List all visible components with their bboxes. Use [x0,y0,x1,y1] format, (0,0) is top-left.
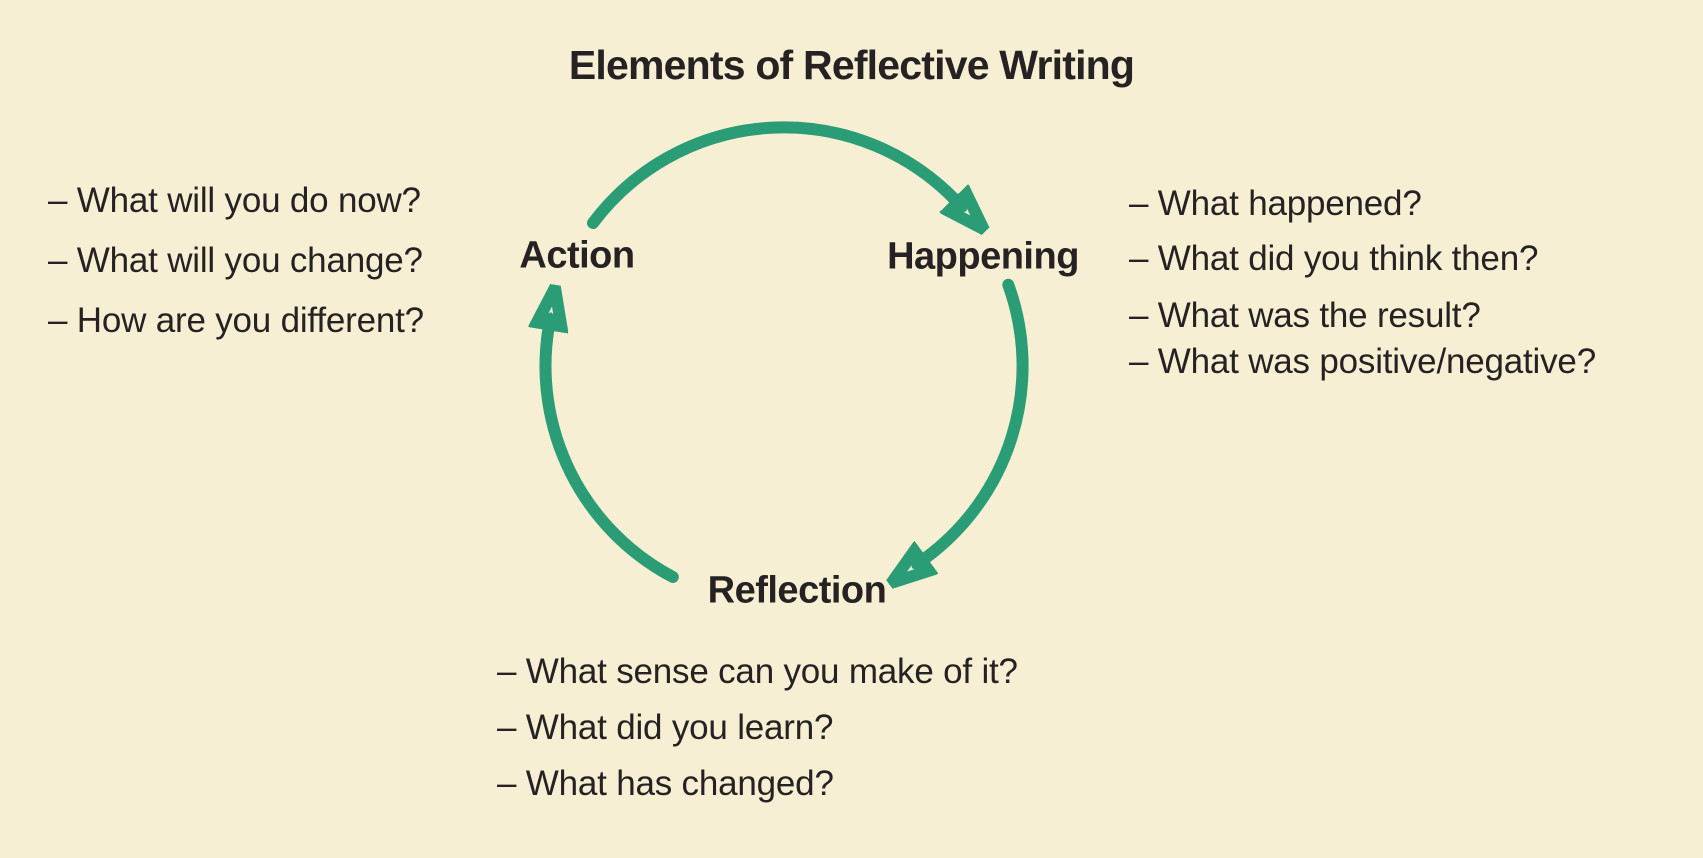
list-item: – What was positive/negative? [1129,342,1596,381]
list-item: – What happened? [1129,184,1422,223]
list-item: – How are you different? [48,301,424,340]
reflection-questions-list: – What sense can you make of it? – What … [497,649,1018,806]
list-item: – What sense can you make of it? [497,652,1018,691]
diagram-title: Elements of Reflective Writing [568,42,1135,88]
list-item: – What did you learn? [497,708,834,747]
list-item: – What will you do now? [48,181,421,220]
happening-questions-list: – What happened? – What did you think th… [1129,181,1596,384]
node-label-happening: Happening [887,235,1079,278]
list-item: – What did you think then? [1129,239,1539,278]
arrow-action-to-happening-icon [587,121,955,223]
list-item: – What was the result? [1129,296,1481,335]
node-label-reflection: Reflection [707,569,887,612]
node-label-action: Action [519,234,635,277]
arrow-reflection-to-action-icon [545,328,679,583]
action-questions-list: – What will you do now? – What will you … [48,178,424,343]
list-item: – What will you change? [48,241,423,280]
list-item: – What has changed? [497,764,834,803]
arrow-happening-to-reflection-icon [925,278,1029,559]
